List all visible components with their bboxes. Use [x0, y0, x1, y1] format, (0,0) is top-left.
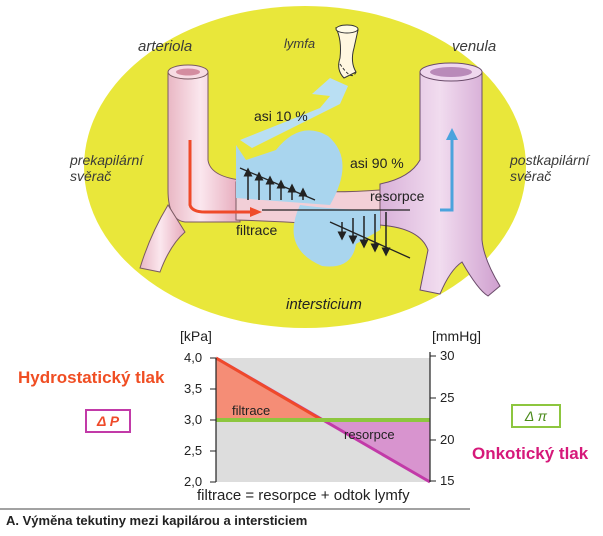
- mmhg-tick-2: 20: [440, 432, 455, 447]
- lymph-vessel: [335, 24, 359, 79]
- mmhg-tick-1: 25: [440, 390, 455, 405]
- graph-filtrace-label: filtrace: [232, 403, 271, 418]
- balance-formula: filtrace = resorpce + odtok lymfy: [197, 487, 410, 504]
- arterial-flow-arrow: [188, 140, 250, 214]
- prekapilarni-line1: prekapilární: [70, 152, 144, 168]
- kpa-tick-4: 2,0: [184, 474, 203, 489]
- asi10-label: asi 10 %: [254, 108, 308, 124]
- venula-vessel: [379, 62, 501, 297]
- lymfa-label: lymfa: [284, 36, 316, 51]
- graph-resorpce-label: resorpce: [344, 427, 395, 442]
- mmhg-unit-label: [mmHg]: [432, 328, 481, 344]
- kpa-tick-3: 2,5: [184, 443, 203, 458]
- postkapilarni-label: postkapilární svěrač: [510, 152, 589, 184]
- arteriola-label: arteriola: [138, 38, 193, 55]
- arteriola-vessel: [139, 64, 241, 273]
- oncotic-title: Onkotický tlak: [472, 444, 589, 463]
- pressure-graph: [210, 352, 436, 484]
- resorption-arrows: [337, 212, 391, 257]
- kpa-tick-1: 3,5: [184, 381, 203, 396]
- kpa-tick-0: 4,0: [184, 350, 203, 365]
- mmhg-tick-0: 30: [440, 348, 455, 363]
- prekapilarni-label: prekapilární svěrač: [70, 152, 143, 184]
- kpa-unit-label: [kPa]: [180, 328, 212, 344]
- resorpce-label: resorpce: [370, 188, 425, 204]
- interstitial-flow: [236, 78, 380, 267]
- kpa-tick-2: 3,0: [184, 412, 203, 427]
- prekapilarni-line2: svěrač: [70, 168, 112, 184]
- delta-p-symbol: Δ P: [86, 410, 130, 432]
- delta-p-box: [85, 409, 131, 433]
- delta-pi-box: [511, 404, 561, 428]
- venula-label: venula: [452, 38, 497, 55]
- delta-p-text: Δ P: [96, 413, 120, 429]
- venous-flow-arrow: [440, 138, 454, 212]
- postkapilarni-line2: svěrač: [510, 168, 552, 184]
- filtration-arrows: [243, 167, 308, 200]
- hydrostatic-title: Hydrostatický tlak: [18, 368, 165, 387]
- intersticium-label: intersticium: [286, 296, 362, 313]
- asi90-label: asi 90 %: [350, 155, 404, 171]
- figure-caption: A. Výměna tekutiny mezi kapilárou a inte…: [6, 513, 308, 528]
- postkapilarni-line1: postkapilární: [510, 152, 590, 168]
- mmhg-tick-3: 15: [440, 473, 455, 488]
- delta-pi-symbol: Δ π: [524, 408, 548, 424]
- filtrace-label: filtrace: [236, 222, 278, 238]
